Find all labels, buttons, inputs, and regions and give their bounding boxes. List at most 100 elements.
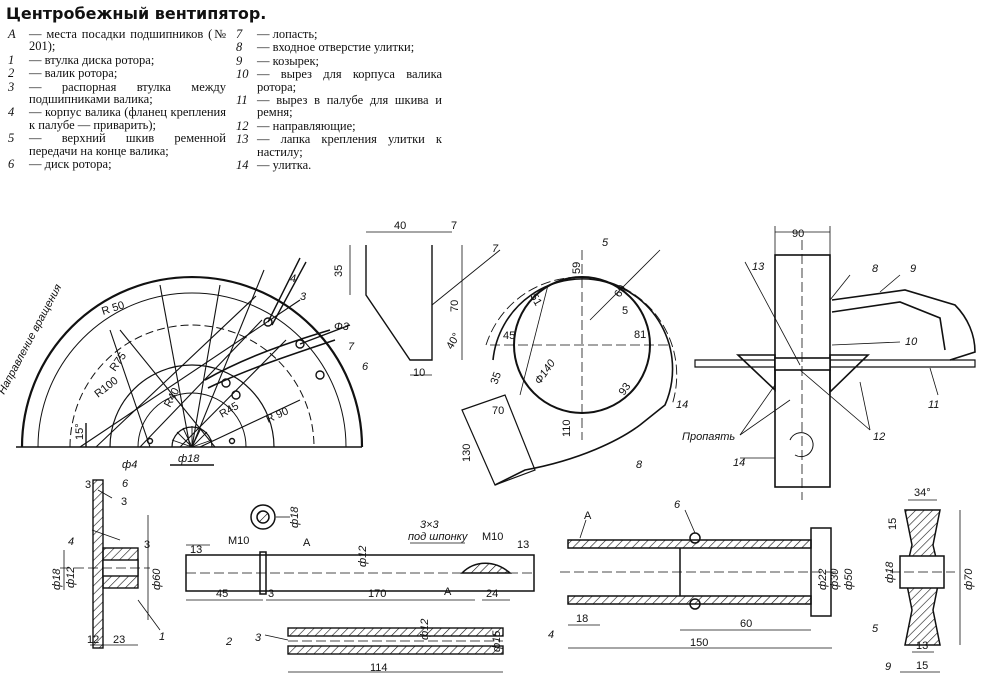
blade-labels: 40 7 35 70 40° 10 7 — [333, 220, 499, 379]
hub-w23: 23 — [113, 634, 125, 646]
legend-key: 13 — [236, 132, 249, 147]
hub-n4: 4 — [68, 536, 74, 548]
hub-labels: 3 6 3 4 3 ф18 ф12 ф60 23 1 12 — [51, 478, 165, 646]
blade-w40: 40 — [394, 220, 406, 232]
hub-n1: 1 — [159, 631, 165, 643]
blade-view — [349, 231, 501, 376]
legend-item: 3 — распорная втулка между подшипниками в… — [8, 79, 226, 107]
legend-text: — распорная втулка между подшипниками ва… — [29, 79, 226, 107]
label-n6: 6 — [362, 361, 369, 373]
housing-w60: 60 — [740, 618, 752, 630]
volute-d51: 51 — [527, 292, 544, 309]
hub-d18: ф18 — [51, 568, 63, 590]
legend-text: — корпус валика (фланец крепления к палу… — [29, 105, 226, 132]
volute-d130: 130 — [461, 444, 473, 462]
side-n13: 13 — [752, 261, 765, 273]
legend-key: 14 — [236, 158, 249, 173]
volute-d93: 93 — [617, 381, 634, 398]
side-n11: 11 — [928, 399, 939, 411]
volute-d5: 5 — [622, 305, 628, 317]
shaft-w170: 170 — [368, 588, 386, 600]
rotation-direction-label: Направление вращения — [0, 282, 64, 396]
label-n7: 7 — [348, 341, 355, 353]
hub-n12: 12 — [87, 634, 99, 646]
sleeve-labels: 3 ф12 ф15 114 — [255, 619, 503, 674]
shaft-m10: M10 — [228, 535, 249, 547]
housing-d50: ф50 — [843, 568, 855, 590]
legend-text: — улитка. — [257, 158, 312, 173]
legend-text: — вырез для корпуса валика ротора; — [257, 67, 442, 94]
shaft-view — [185, 504, 535, 601]
shaft-d18: ф18 — [289, 506, 301, 528]
shaft-key-label: 3×3 — [420, 519, 440, 531]
label-n4: 4 — [290, 273, 296, 285]
volute-n8: 8 — [636, 459, 643, 471]
volute-d35: 35 — [489, 370, 504, 386]
legend-key: 4 — [8, 105, 15, 120]
legend-text: — козырек; — [257, 53, 319, 68]
housing-d22: ф22 — [817, 569, 829, 590]
volute-d110: 110 — [561, 419, 573, 437]
hub-n3c: 3 — [144, 539, 150, 551]
housing-view — [560, 509, 840, 649]
legend-text: — места посадки подшипников (№ 201); — [29, 27, 226, 54]
shaft-key-label2: под шпонку — [408, 531, 469, 543]
housing-labels: А 6 ф22 ф30 ф50 18 60 150 4 — [548, 499, 855, 649]
legend-item: 7 — лопасть; — [236, 27, 442, 41]
hub-n3: 3 — [85, 479, 91, 491]
legend-key: 5 — [8, 131, 15, 146]
legend-item: 14 — улитка. — [236, 158, 442, 173]
legend-text: — вырез в палубе для шкива и ремня; — [257, 93, 442, 120]
housing-w150: 150 — [690, 637, 708, 649]
hub-n3b: 3 — [121, 496, 127, 508]
pulley-w15b: 15 — [916, 660, 928, 672]
pulley-d18: ф18 — [884, 561, 896, 583]
rotor-view — [16, 257, 364, 466]
legend-text: — лопасть; — [257, 27, 318, 41]
legend-key: 7 — [236, 27, 243, 41]
volute-view — [461, 249, 678, 486]
label-d3: Ф3 — [334, 321, 350, 333]
shaft-w3: 3 — [268, 588, 274, 600]
hub-d12: ф12 — [65, 567, 77, 588]
pulley-n9: 9 — [885, 661, 891, 673]
legend-item: 2— валик ротора; — [8, 67, 226, 80]
legend-key: 11 — [236, 93, 248, 108]
legend-item: 13— лапка крепления улитки к настилу; — [236, 133, 442, 158]
sleeve-w114: 114 — [370, 662, 388, 674]
shaft-d12: ф12 — [357, 546, 369, 567]
legend-item: 4 — корпус валика (фланец крепления к пал… — [8, 106, 226, 131]
legend-key: 1 — [8, 52, 15, 67]
shaft-w45: 45 — [216, 588, 228, 600]
side-n14: 14 — [733, 457, 745, 469]
side-n8: 8 — [872, 263, 879, 275]
blade-h70: 70 — [449, 300, 461, 312]
label-r100: R100 — [92, 375, 120, 401]
hub-view — [60, 479, 161, 649]
side-gap-label: Пропаять — [682, 431, 735, 443]
legend-key: 9 — [236, 53, 243, 68]
legend-key: А — [8, 27, 16, 41]
blade-a40: 40° — [444, 331, 463, 351]
legend-item: 6 — диск ротора; — [8, 157, 226, 172]
volute-d45: 45 — [503, 330, 515, 342]
pulley-d70: ф70 — [963, 568, 975, 590]
legend-item: 5— верхний шкив ременной передачи на кон… — [8, 132, 226, 157]
legend-text: — входное отверстие улитки; — [257, 40, 415, 55]
pulley-n5: 5 — [872, 623, 879, 635]
label-r75: R75 — [108, 350, 129, 373]
label-angle15: 15° — [74, 423, 86, 440]
housing-n6: 6 — [674, 499, 681, 511]
shaft-ab: А — [444, 586, 452, 598]
legend-key: 3 — [8, 79, 15, 94]
legend-text: — диск ротора; — [29, 157, 112, 172]
volute-d59: 59 — [571, 262, 583, 274]
legend-key: 6 — [8, 157, 15, 172]
pulley-labels: 34° 15 ф18 ф70 5 13 15 9 — [872, 487, 975, 673]
shaft-w13b: 13 — [517, 539, 529, 551]
label-n3: 3 — [300, 291, 307, 303]
sleeve-n3: 3 — [255, 632, 262, 644]
side-view — [694, 226, 976, 500]
legend-text: — направляющие; — [257, 118, 356, 133]
